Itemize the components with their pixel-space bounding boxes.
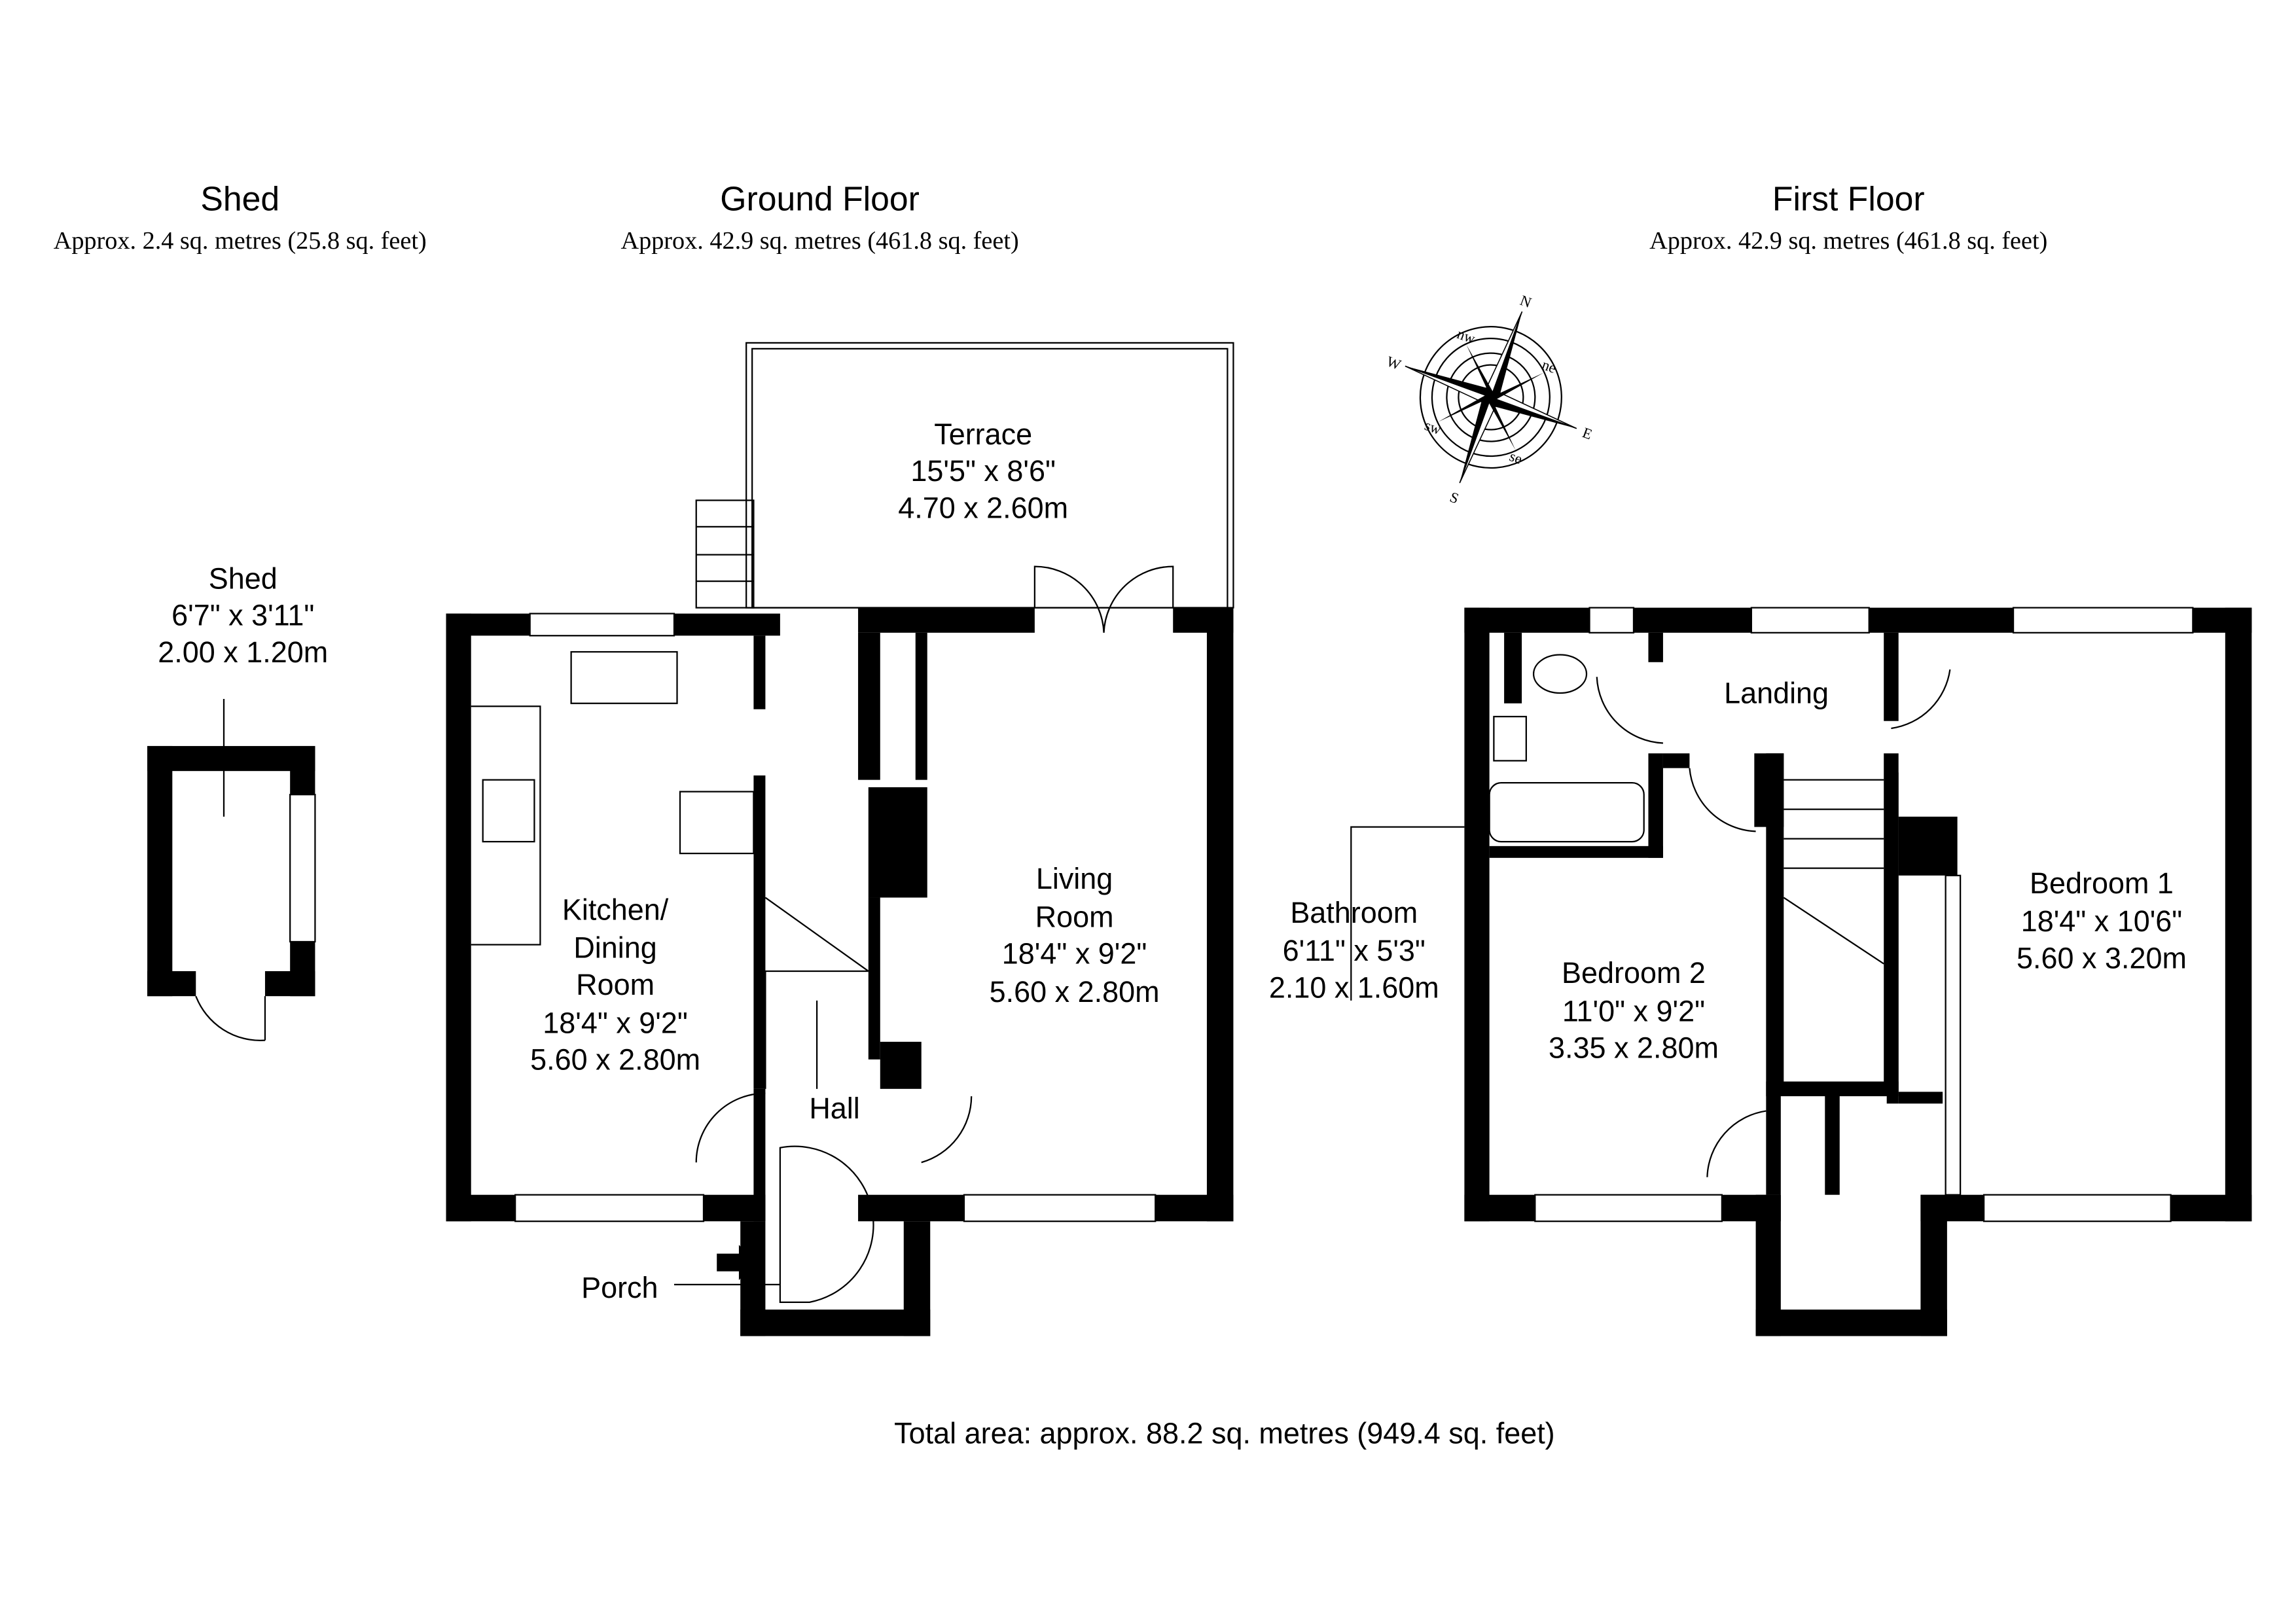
total-area: Total area: approx. 88.2 sq. metres (949… xyxy=(894,1417,1555,1450)
staircase xyxy=(764,897,869,1089)
kitchen-metric: 5.60 x 2.80m xyxy=(530,1043,700,1077)
compass-w-label: W xyxy=(1384,353,1403,373)
compass-sw-label: sw xyxy=(1422,417,1444,438)
bathroom-metric: 2.10 x 1.60m xyxy=(1269,971,1439,1004)
ground-floor-heading: Ground Floor xyxy=(720,180,920,218)
kitchen-label-2: Dining xyxy=(573,931,656,965)
shed-label: Shed xyxy=(209,562,278,595)
kitchen-label: Kitchen/ xyxy=(562,893,669,926)
living-label: Living xyxy=(1036,862,1113,895)
entrance-arrow-icon xyxy=(717,1245,755,1281)
kitchen-worktop xyxy=(471,705,541,946)
shed-window xyxy=(289,794,316,943)
basin-icon xyxy=(1493,715,1527,762)
porch-door xyxy=(779,1145,874,1303)
terrace-steps xyxy=(695,499,755,609)
compass-n-label: N xyxy=(1518,292,1534,311)
porch-label: Porch xyxy=(581,1271,658,1304)
kitchen-label-3: Room xyxy=(576,968,655,1001)
terrace-metric: 4.70 x 2.60m xyxy=(898,491,1068,524)
ground-floor-area: Approx. 42.9 sq. metres (461.8 sq. feet) xyxy=(621,227,1019,255)
kitchen-imperial: 18'4" x 9'2" xyxy=(543,1006,688,1039)
wardrobe xyxy=(1945,874,1962,1196)
first-floor-plan: Landing Bathroom 6'11" x 5'3" 2.10 x 1.6… xyxy=(1269,607,2252,1336)
compass-s-label: S xyxy=(1448,489,1461,507)
living-imperial: 18'4" x 9'2" xyxy=(1002,937,1147,971)
shed-area: Approx. 2.4 sq. metres (25.8 sq. feet) xyxy=(54,227,427,255)
shed-door xyxy=(195,995,266,1041)
terrace-label: Terrace xyxy=(934,418,1032,451)
shed-plan: Shed 6'7" x 3'11" 2.00 x 1.20m xyxy=(147,562,328,1041)
compass-rose-icon: N S E W ne nw se sw xyxy=(1384,292,1594,507)
sink-icon xyxy=(570,651,678,704)
living-metric: 5.60 x 2.80m xyxy=(990,975,1160,1008)
bedroom2-metric: 3.35 x 2.80m xyxy=(1549,1031,1719,1065)
hall-label: Hall xyxy=(809,1092,859,1125)
first-floor-stairs xyxy=(1783,779,1884,965)
first-floor-heading: First Floor xyxy=(1772,180,1925,218)
shed-heading: Shed xyxy=(200,180,279,218)
first-floor-area: Approx. 42.9 sq. metres (461.8 sq. feet) xyxy=(1649,227,2047,255)
bathroom-label: Bathroom xyxy=(1290,896,1418,929)
ground-floor-plan: Terrace 15'5" x 8'6" 4.70 x 2.60m Kitche… xyxy=(446,342,1234,1336)
landing-doors xyxy=(1596,669,1951,832)
toilet-icon xyxy=(1532,654,1588,694)
chimney xyxy=(868,787,927,898)
hall-doors xyxy=(695,1092,973,1164)
bathroom-imperial: 6'11" x 5'3" xyxy=(1283,934,1426,967)
shed-metric: 2.00 x 1.20m xyxy=(158,635,328,669)
bath-icon xyxy=(1488,782,1645,843)
terrace-imperial: 15'5" x 8'6" xyxy=(910,454,1056,488)
shed-imperial: 6'7" x 3'11" xyxy=(171,599,314,632)
compass-ne-label: ne xyxy=(1540,356,1559,376)
hob-icon xyxy=(482,779,535,843)
bedroom1-imperial: 18'4" x 10'6" xyxy=(2021,904,2183,938)
bedroom2-imperial: 11'0" x 9'2" xyxy=(1562,994,1705,1027)
compass-e-label: E xyxy=(1581,424,1594,442)
bedroom2-label: Bedroom 2 xyxy=(1562,956,1706,990)
bedroom1-label: Bedroom 1 xyxy=(2030,866,2174,900)
bedroom1-metric: 5.60 x 3.20m xyxy=(2017,941,2187,974)
living-label-2: Room xyxy=(1035,901,1114,934)
chimney-breast xyxy=(1898,816,1958,876)
compass-se-label: se xyxy=(1507,448,1524,467)
landing-label: Landing xyxy=(1724,677,1829,710)
french-doors xyxy=(1033,565,1174,633)
bedroom2-door xyxy=(1706,1110,1767,1177)
